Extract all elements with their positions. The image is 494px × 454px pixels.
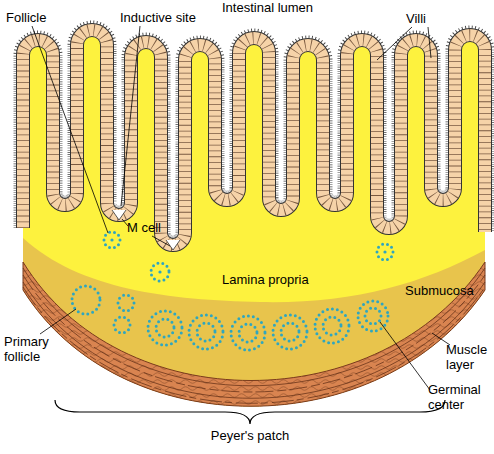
leader-line [32, 26, 108, 233]
epithelial-cells [23, 30, 485, 245]
secondary-follicle [148, 311, 182, 345]
primary-follicle [118, 295, 134, 311]
muscle-fibre [23, 275, 485, 392]
muscle-fibres [23, 268, 485, 403]
secondary-follicle [273, 315, 307, 349]
muscle-layer [23, 262, 485, 406]
primary-follicle [72, 286, 100, 314]
epithelium-outline [23, 30, 485, 245]
leader-line [40, 309, 76, 334]
follicle [104, 232, 120, 248]
region-label: Intestinal lumen [222, 0, 313, 15]
leader-line [428, 27, 431, 58]
epithelium [23, 30, 485, 245]
follicle-centres [110, 238, 386, 273]
leader-line [121, 26, 140, 206]
region-label: Follicle [6, 10, 46, 25]
muscle-fibre [23, 282, 485, 398]
region-label: Lamina propria [222, 272, 309, 287]
brace [55, 400, 445, 424]
leader-line [380, 322, 430, 390]
leader-line [377, 27, 412, 60]
germinal-center [156, 319, 174, 337]
region-label: Muscle layer [446, 342, 494, 372]
follicles [72, 232, 393, 350]
follicle-dot [383, 250, 386, 253]
secondary-follicle [231, 316, 265, 350]
region-label: Germinal center [428, 382, 494, 412]
muscle-fibre [23, 268, 485, 386]
follicle-dot [110, 238, 113, 241]
region-label: Submucosa [405, 283, 474, 298]
m-cell [112, 210, 126, 220]
region-label: Inductive site [120, 10, 196, 25]
secondary-follicle [189, 315, 223, 349]
secondary-follicle [315, 309, 349, 343]
germinal-center [281, 323, 299, 341]
leader-lines [32, 26, 450, 390]
muscle-fibre [23, 287, 485, 403]
primary-follicle [114, 317, 130, 333]
region-label: M cell [127, 220, 161, 235]
region-label: Villi [406, 11, 426, 26]
germinal-center [365, 308, 381, 324]
leader-line [152, 236, 170, 246]
follicle-dot [158, 270, 161, 273]
muscle-texture [23, 262, 485, 406]
submucosa [23, 238, 485, 406]
lamina-propria [23, 30, 485, 406]
follicle [377, 244, 393, 260]
germinal-center [239, 324, 257, 342]
follicle [151, 263, 169, 281]
germinal-center [323, 317, 341, 335]
region-label: Peyer's patch [150, 428, 350, 443]
germinal-center [197, 323, 215, 341]
region-label: Primary follicle [4, 334, 64, 364]
